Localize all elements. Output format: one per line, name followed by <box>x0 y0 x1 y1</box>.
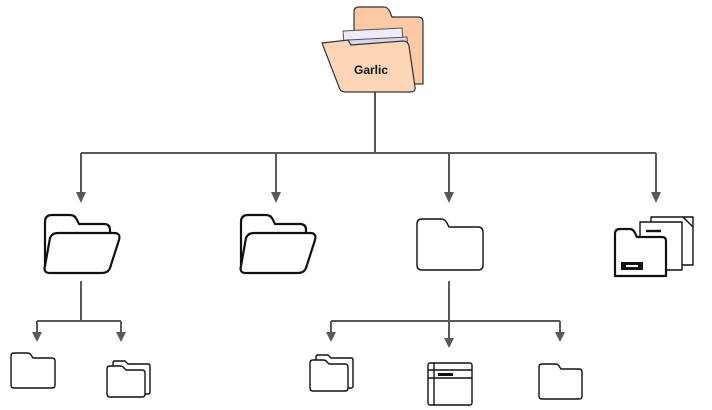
arrowhead <box>326 332 336 342</box>
level1-node-3[interactable] <box>416 218 484 271</box>
folder-with-documents-icon <box>613 216 694 278</box>
arrowhead <box>32 332 42 342</box>
level2-node-3[interactable] <box>309 354 354 392</box>
arrowhead <box>271 192 281 203</box>
closed-folder-icon <box>10 352 56 389</box>
connector-left-branch <box>32 281 126 342</box>
level2-node-2[interactable] <box>106 360 151 398</box>
stacked-folders-icon <box>309 354 354 392</box>
closed-folder-icon <box>416 218 484 271</box>
arrowhead <box>116 332 126 342</box>
level1-node-2[interactable] <box>239 213 317 275</box>
root-folder-label: Garlic <box>354 63 388 77</box>
open-folder-icon <box>43 213 121 275</box>
connector-middle-branch <box>326 281 565 348</box>
level2-node-1[interactable] <box>10 352 56 389</box>
open-folder-with-papers-icon <box>321 6 424 93</box>
arrowhead <box>555 332 565 342</box>
stacked-folders-icon <box>106 360 151 398</box>
root-folder-node[interactable]: Garlic <box>321 6 424 93</box>
level2-node-5[interactable] <box>538 363 583 400</box>
arrowhead <box>444 338 454 348</box>
open-folder-icon <box>239 213 317 275</box>
arrowhead <box>76 192 86 203</box>
level1-node-1[interactable] <box>43 213 121 275</box>
closed-folder-icon <box>538 363 583 400</box>
level2-node-4[interactable] <box>427 362 473 406</box>
level1-node-4[interactable] <box>613 216 694 278</box>
file-drawer-folder-icon <box>427 362 473 406</box>
arrowhead <box>651 192 661 203</box>
arrowhead <box>444 192 454 203</box>
connector-root-to-level1 <box>76 88 661 203</box>
